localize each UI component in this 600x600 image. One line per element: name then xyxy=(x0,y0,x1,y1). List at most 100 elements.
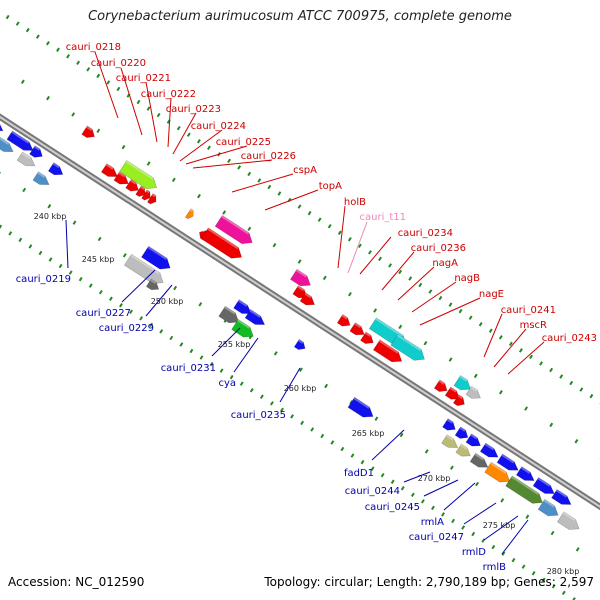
leader-line xyxy=(179,129,223,162)
gene-arrow-shine xyxy=(125,160,154,180)
gene-label-top-4[interactable]: cauri_0223 xyxy=(166,104,221,115)
gene-label-top-15[interactable]: nagB xyxy=(454,273,480,284)
gene-arrow xyxy=(0,123,4,132)
gene-label-top-17[interactable]: cauri_0241 xyxy=(501,305,556,316)
track-dot xyxy=(35,34,40,39)
gene-label-bottom-6[interactable]: fadD1 xyxy=(344,468,374,479)
gene-label-top-9[interactable]: topA xyxy=(319,181,342,192)
gene-label-bottom-4[interactable]: cya xyxy=(218,378,236,389)
gene-arrow xyxy=(200,227,243,259)
gene-arrow xyxy=(113,171,129,185)
gene-arrow xyxy=(293,338,306,350)
track-dot xyxy=(297,259,302,264)
track-dot xyxy=(340,446,345,452)
gene-label-top-7[interactable]: cauri_0226 xyxy=(241,151,296,162)
track-dot xyxy=(360,459,365,465)
gene-label-bottom-8[interactable]: cauri_0245 xyxy=(365,502,420,513)
track-dot xyxy=(408,276,413,281)
gene-arrow-shine xyxy=(511,475,540,495)
gene-arrow xyxy=(505,475,543,504)
gene-arrow xyxy=(290,268,311,287)
gene-label-top-8[interactable]: cspA xyxy=(293,165,317,176)
track-dot xyxy=(541,577,546,582)
leader-line xyxy=(172,112,197,155)
track-dot xyxy=(529,354,533,360)
track-dot xyxy=(0,171,1,176)
gene-label-top-12[interactable]: cauri_0234 xyxy=(398,228,453,239)
leader-line xyxy=(145,81,158,143)
gene-label-bottom-11[interactable]: rmlD xyxy=(462,547,486,558)
track-dot xyxy=(198,302,203,307)
gene-arrow xyxy=(469,452,489,468)
tick-label-0: 240 kbp xyxy=(34,212,67,221)
track-dot xyxy=(322,275,327,281)
track-dot xyxy=(488,328,493,333)
track-dot xyxy=(199,355,204,360)
gene-arrow xyxy=(233,299,252,314)
gene-label-bottom-10[interactable]: cauri_0247 xyxy=(409,532,464,543)
gene-label-top-1[interactable]: cauri_0220 xyxy=(91,58,146,69)
track-dot xyxy=(247,226,252,232)
track-dot xyxy=(71,112,76,117)
track-dot xyxy=(119,303,123,308)
gene-label-top-13[interactable]: cauri_0236 xyxy=(411,243,466,254)
gene-arrow xyxy=(442,418,456,431)
track-dot xyxy=(122,253,127,258)
gene-arrow-shine xyxy=(224,306,236,315)
track-dot xyxy=(78,276,83,282)
dotted-track xyxy=(0,224,576,600)
track-dot xyxy=(501,551,506,556)
leader-line xyxy=(167,97,172,148)
gene-label-bottom-12[interactable]: rmlB xyxy=(483,562,506,573)
track-dot xyxy=(176,125,181,131)
gene-label-top-2[interactable]: cauri_0221 xyxy=(116,73,171,84)
gene-label-top-14[interactable]: nagA xyxy=(432,258,458,269)
gene-label-top-10[interactable]: holB xyxy=(344,197,366,208)
gene-label-bottom-3[interactable]: cauri_0231 xyxy=(161,363,216,374)
gene-label-top-5[interactable]: cauri_0224 xyxy=(191,121,246,132)
gene-arrow-shine xyxy=(470,433,478,440)
gene-label-bottom-5[interactable]: cauri_0235 xyxy=(231,410,286,421)
gene-label-top-6[interactable]: cauri_0225 xyxy=(216,137,271,148)
track-dot xyxy=(424,449,429,454)
track-dot xyxy=(428,289,433,294)
track-dot xyxy=(310,427,315,432)
track-dot xyxy=(227,158,232,164)
gene-arrow xyxy=(551,489,572,505)
track-dot xyxy=(46,40,50,46)
gene-label-bottom-7[interactable]: cauri_0244 xyxy=(345,486,400,497)
gene-arrow-shine xyxy=(0,137,10,145)
track-dot xyxy=(48,257,53,262)
track-dot xyxy=(347,237,352,242)
gene-label-bottom-0[interactable]: cauri_0219 xyxy=(16,274,71,285)
gene-arrow xyxy=(218,305,240,324)
gene-arrow-shine xyxy=(105,163,114,170)
track-dot xyxy=(222,210,227,215)
gene-label-top-18[interactable]: mscR xyxy=(520,320,547,331)
gene-label-bottom-9[interactable]: rmlA xyxy=(421,517,444,528)
gene-label-top-19[interactable]: cauri_0243 xyxy=(542,333,597,344)
gene-arrow-shine xyxy=(37,171,46,178)
track-dot xyxy=(121,144,126,150)
track-dot xyxy=(173,285,178,291)
tick-label-5: 265 kbp xyxy=(352,429,385,438)
gene-label-top-3[interactable]: cauri_0222 xyxy=(141,89,196,100)
leader-line xyxy=(65,219,69,269)
track-dot xyxy=(58,263,63,269)
track-dot xyxy=(569,380,574,386)
gene-arrow xyxy=(390,333,425,361)
gene-label-top-11[interactable]: cauri_t11 xyxy=(360,212,407,223)
gene-label-bottom-1[interactable]: cauri_0227 xyxy=(76,308,131,319)
gene-arrow-shine xyxy=(237,299,248,307)
leader-line xyxy=(120,67,143,136)
leader-line xyxy=(483,313,503,358)
tick-label-1: 245 kbp xyxy=(82,255,115,264)
track-dot xyxy=(116,86,121,92)
gene-label-bottom-2[interactable]: cauri_0229 xyxy=(99,323,154,334)
track-dot xyxy=(108,296,113,301)
leader-line xyxy=(279,367,301,403)
gene-label-top-16[interactable]: nagE xyxy=(479,289,504,300)
tick-label-3: 255 kbp xyxy=(218,340,251,349)
track-dot xyxy=(431,505,435,511)
gene-label-top-0[interactable]: cauri_0218 xyxy=(66,42,121,53)
